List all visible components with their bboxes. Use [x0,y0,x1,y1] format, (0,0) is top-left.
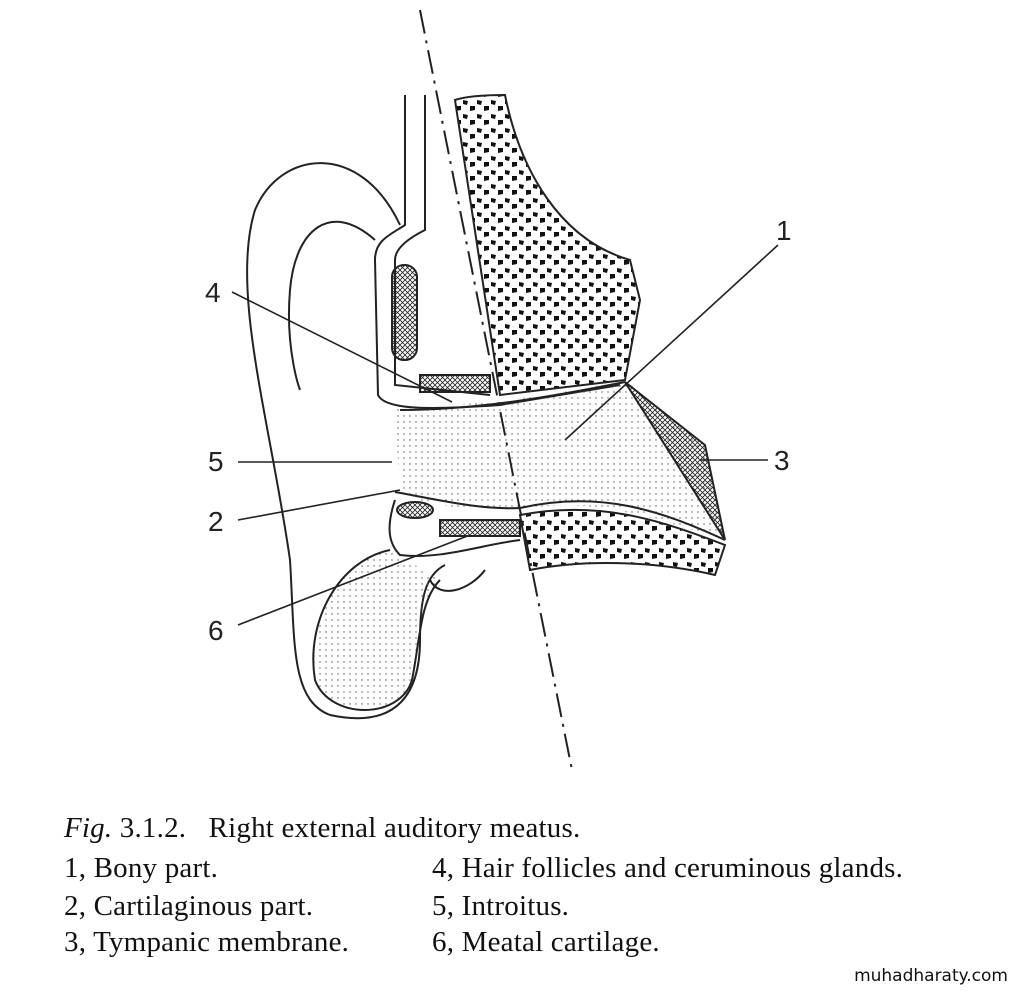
label-6: 6 [208,615,224,646]
caption-title-text: 3.1.2. Right external auditory meatus. [119,812,581,844]
axis-line [419,9,573,771]
legend-item-3: 3, Tympanic membrane. [64,926,350,958]
legend-item-5: 5, Introitus. [432,890,570,922]
caption-title: Fig. 3.1.2. Right external auditory meat… [64,812,580,845]
label-2: 2 [208,506,224,537]
tympanic-membrane [624,381,726,541]
legend-item-6: 6, Meatal cartilage. [432,926,660,958]
label-1: 1 [776,215,792,246]
bony-wall-lower [518,508,727,577]
leader-line-6 [237,534,471,626]
ear-canal [395,380,725,540]
leader-line-2 [237,489,401,521]
legend-item-2: 2, Cartilaginous part. [64,890,314,922]
bony-wall-upper [453,93,642,397]
auricle-outline [246,162,446,720]
fig-prefix: Fig. [64,812,113,844]
legend-item-4: 4, Hair follicles and ceruminous glands. [432,852,904,884]
watermark: muhadharaty.com [854,966,1008,986]
leader-line-4 [231,291,453,403]
label-5: 5 [208,446,224,477]
leader-line-1 [564,244,779,441]
lobule [312,549,441,711]
label-4: 4 [205,277,221,308]
legend-item-1: 1, Bony part. [64,852,219,884]
label-3: 3 [774,445,790,476]
